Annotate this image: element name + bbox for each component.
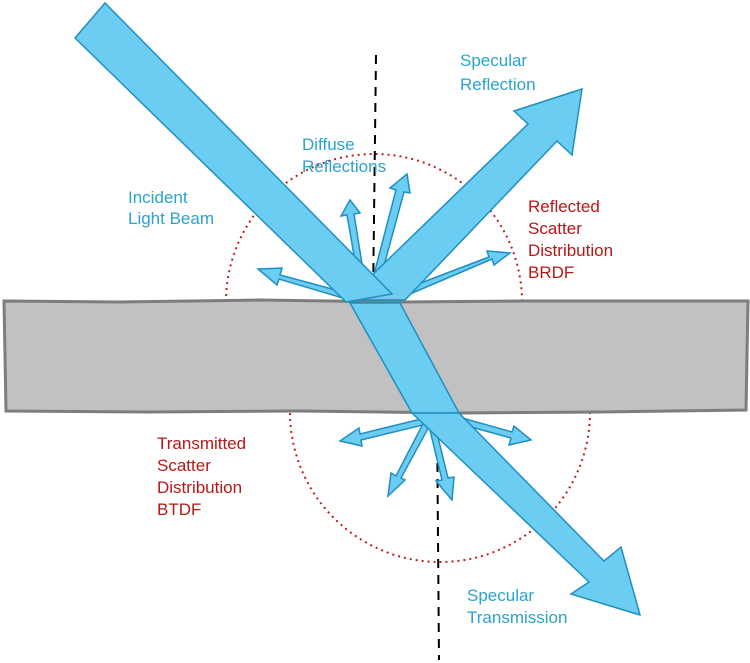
specular-reflection-beam <box>353 87 583 301</box>
btdf-scatter-circle <box>289 411 591 563</box>
label-specular-reflection: Specular Reflection <box>460 51 536 94</box>
diffuse-transmission-arrows <box>338 415 533 502</box>
label-diffuse-reflections: Diffuse Reflections <box>302 135 386 176</box>
label-specular-transmission: Specular Transmission <box>467 586 567 627</box>
normal-line-top <box>372 54 377 301</box>
specular-transmission-beam <box>410 412 642 617</box>
label-incident-beam: Incident Light Beam <box>128 188 214 228</box>
diffuse-reflection-arrows <box>256 172 513 303</box>
transmit-arrow-left <box>338 417 428 447</box>
transmit-arrow-down-left <box>386 418 433 498</box>
material-slab <box>2 298 750 415</box>
label-transmitted-scatter: Transmitted Scatter Distribution BTDF <box>157 434 251 519</box>
incident-beam <box>73 1 394 303</box>
label-reflected-scatter: Reflected Scatter Distribution BRDF <box>528 197 618 282</box>
